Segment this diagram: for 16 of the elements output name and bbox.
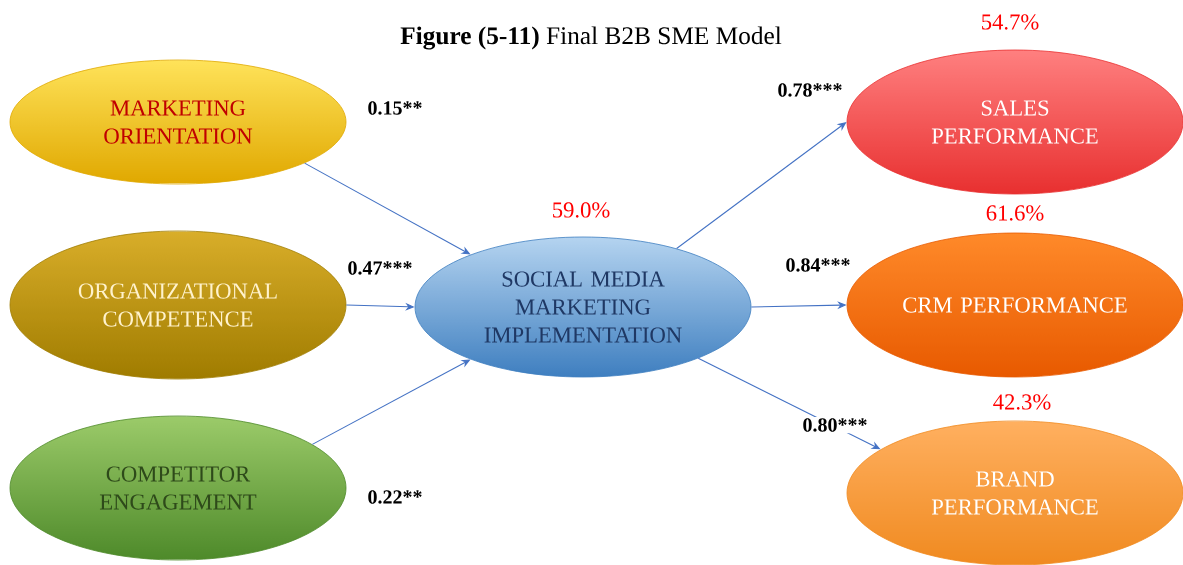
edge-label: 0.15** xyxy=(366,99,424,117)
ellipse-node: MARKETING ORIENTATION xyxy=(9,59,347,185)
percentage-label: 61.6% xyxy=(986,205,1044,221)
percentage-label: 54.7% xyxy=(982,14,1039,30)
edge-label: 0.47*** xyxy=(346,259,414,277)
edge-label: 0.22** xyxy=(366,488,424,506)
percentage-label: 42.3% xyxy=(993,394,1051,410)
figure-title: Figure (5-11) Final B2B SME Model xyxy=(400,26,782,50)
edge-label: 0.80*** xyxy=(801,416,869,434)
ellipse-node: SALES PERFORMANCE xyxy=(846,49,1183,195)
ellipse-node: COMPETITOR ENGAGEMENT xyxy=(9,415,347,561)
percentage-label: 59.0% xyxy=(553,202,610,218)
ellipse-node: SOCIAL MEDIA MARKETING IMPLEMENTATION xyxy=(414,236,752,378)
arrow xyxy=(676,122,847,250)
ellipse-node: ORGANIZATIONAL COMPETENCE xyxy=(9,230,347,380)
edge-label: 0.78*** xyxy=(776,81,844,99)
